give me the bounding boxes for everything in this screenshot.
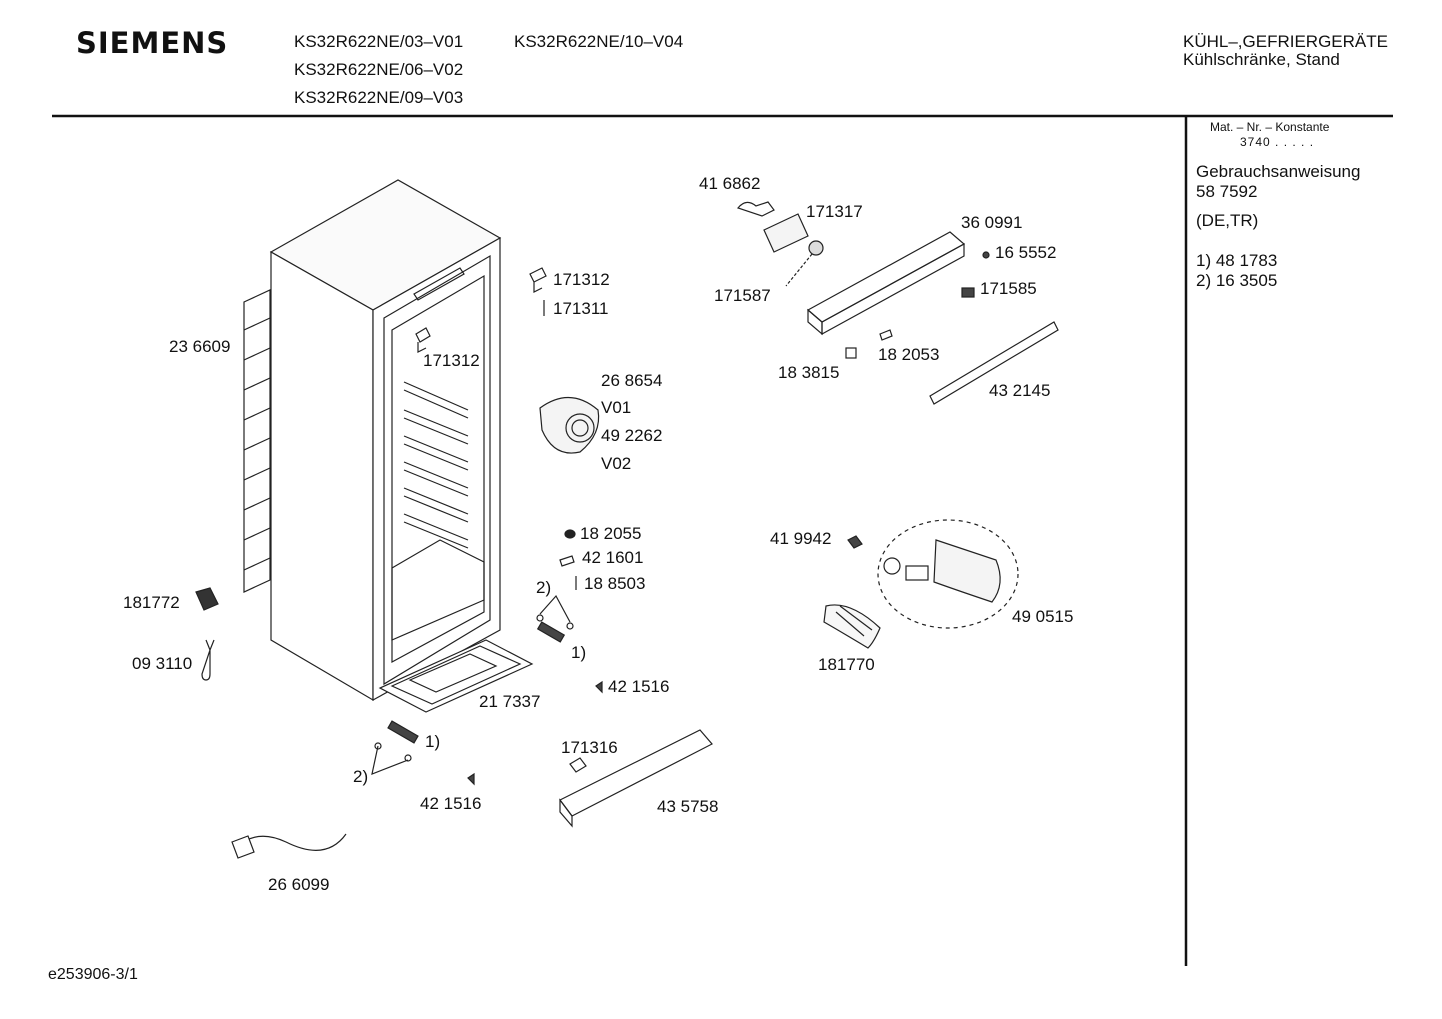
part-label-165552: 16 5552 <box>995 243 1057 262</box>
lamp-socket-171585 <box>961 287 975 298</box>
part-label-268654: 26 8654 <box>601 371 663 390</box>
part-label-416862: 41 6862 <box>699 174 761 193</box>
control-panel-drawing <box>806 231 966 336</box>
part-label-490515: 49 0515 <box>1012 607 1074 626</box>
model-number-4: KS32R622NE/10–V04 <box>514 32 684 51</box>
mat-label: Mat. – Nr. – Konstante <box>1210 120 1330 134</box>
category-subtitle: Kühlschränke, Stand <box>1183 50 1340 69</box>
part-label-v01: V01 <box>601 398 632 417</box>
screw-165552 <box>982 251 990 259</box>
mat-value: 3740 . . . . . <box>1240 135 1315 149</box>
hinge-bracket-upper <box>536 621 566 643</box>
lamp-bulb-holder <box>905 565 929 581</box>
brand-logo: SIEMENS <box>76 26 229 60</box>
note-label-2a: 2) <box>536 578 552 597</box>
relay-181772 <box>195 587 219 611</box>
manual-languages: (DE,TR) <box>1196 211 1259 230</box>
grill-181770-drawing <box>823 604 881 649</box>
part-label-360991: 36 0991 <box>961 213 1023 232</box>
note-label-1a: 1) <box>571 643 587 662</box>
hinge-171312-upper <box>529 267 547 293</box>
part-label-171585: 171585 <box>980 279 1037 298</box>
part-label-182055: 18 2055 <box>580 524 642 543</box>
category-title: KÜHL–,GEFRIERGERÄTE <box>1183 32 1388 51</box>
part-label-093110: 09 3110 <box>132 654 193 673</box>
part-label-171312b: 171312 <box>423 351 480 370</box>
part-label-217337: 21 7337 <box>479 692 541 711</box>
lamp-assembly-outline <box>877 519 1019 629</box>
screw-421516-b <box>467 772 475 786</box>
part-label-432145: 43 2145 <box>989 381 1051 400</box>
drawer-base-drawing <box>378 639 534 713</box>
part-label-171317: 171317 <box>806 202 863 221</box>
switch-183815 <box>845 347 857 359</box>
part-label-182053: 18 2053 <box>878 345 940 364</box>
clip-171316 <box>569 757 587 773</box>
model-number-3: KS32R622NE/09–V03 <box>294 88 464 107</box>
part-label-171311: 171311 <box>553 299 609 318</box>
part-label-492262: 49 2262 <box>601 426 663 445</box>
lamp-419942 <box>847 535 863 549</box>
leader-note-2a <box>539 594 571 623</box>
screw-2b-right <box>404 754 412 762</box>
part-182053 <box>879 329 893 341</box>
note-2: 2) 16 3505 <box>1196 271 1278 290</box>
note-label-2b: 2) <box>353 767 369 786</box>
part-label-183815: 18 3815 <box>778 363 840 382</box>
part-label-181770: 181770 <box>818 655 875 674</box>
lamp-cover-490515 <box>933 539 1001 603</box>
door-shelf-drawing <box>559 729 713 828</box>
note-1: 1) 48 1783 <box>1196 251 1278 270</box>
leader-note-2b <box>371 745 409 775</box>
part-label-188503: 18 8503 <box>584 574 646 593</box>
model-number-2: KS32R622NE/06–V02 <box>294 60 464 79</box>
part-label-171587: 171587 <box>714 286 771 305</box>
screw-2a-left <box>536 614 544 622</box>
document-id: e253906-3/1 <box>48 966 138 983</box>
screw-2b-left <box>374 742 382 750</box>
part-label-421516b: 42 1516 <box>420 794 482 813</box>
screw-421516-a <box>595 680 603 694</box>
fan-cover-drawing <box>539 396 600 454</box>
part-421601 <box>559 555 575 567</box>
thermostat-drawing <box>736 201 824 287</box>
part-label-421601: 42 1601 <box>582 548 644 567</box>
part-label-266099: 26 6099 <box>268 875 330 894</box>
part-label-236609: 23 6609 <box>169 337 231 356</box>
part-label-181772: 181772 <box>123 593 180 612</box>
model-number-1: KS32R622NE/03–V01 <box>294 32 464 51</box>
part-182055 <box>564 529 576 539</box>
trim-strip-432145 <box>929 321 1059 405</box>
manual-label: Gebrauchsanweisung <box>1196 162 1361 181</box>
part-label-435758: 43 5758 <box>657 797 719 816</box>
part-label-419942: 41 9942 <box>770 529 832 548</box>
part-label-171312a: 171312 <box>553 270 610 289</box>
part-label-171316: 171316 <box>561 738 618 757</box>
part-label-421516a: 42 1516 <box>608 677 670 696</box>
hinge-bracket-lower <box>387 720 419 744</box>
cabinet-drawing <box>243 179 502 702</box>
manual-number: 58 7592 <box>1196 182 1258 201</box>
note-label-1b: 1) <box>425 732 441 751</box>
plug-icon <box>231 835 255 859</box>
lamp-socket-circle <box>883 557 901 575</box>
part-label-v02: V02 <box>601 454 632 473</box>
screw-2a-right <box>566 622 574 630</box>
hinge-171312-inner <box>415 327 431 353</box>
capacitor-093110 <box>201 639 215 681</box>
